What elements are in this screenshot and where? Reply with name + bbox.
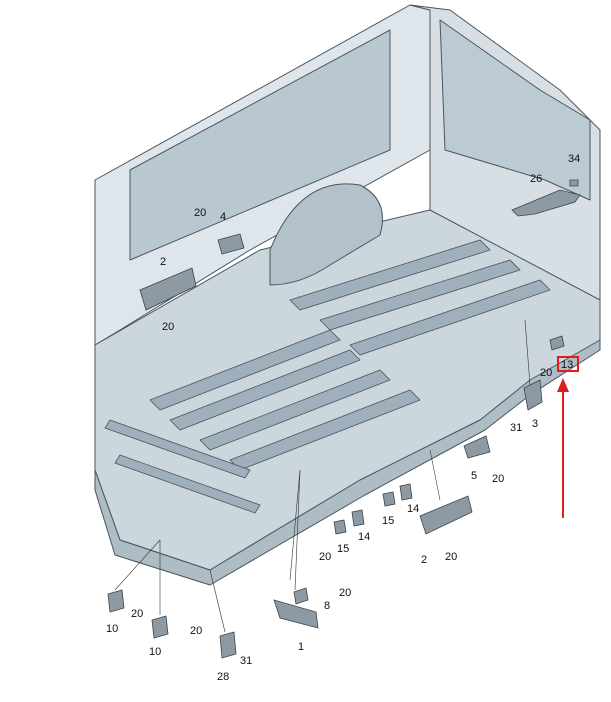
bracket-15b (333, 519, 347, 535)
callout-15: 15 (337, 543, 349, 555)
callout-20: 20 (131, 608, 143, 620)
arrow-head (557, 378, 569, 392)
bracket-14b (351, 509, 365, 527)
bracket-26 (511, 189, 581, 217)
callout-20: 20 (339, 587, 351, 599)
callout-1: 1 (298, 641, 304, 653)
rib (319, 259, 521, 331)
callout-28: 28 (217, 671, 229, 683)
callout-20: 20 (190, 625, 202, 637)
bolt-34 (569, 179, 579, 187)
rib (104, 419, 251, 479)
floor-ribs (104, 239, 551, 514)
parts (107, 179, 581, 659)
bracket-28 (219, 631, 237, 659)
leader-lines (114, 319, 531, 633)
callout-26: 26 (530, 173, 542, 185)
bracket-10b (151, 615, 169, 639)
callout-20: 20 (492, 473, 504, 485)
callout-20: 20 (162, 321, 174, 333)
callout-14: 14 (358, 531, 370, 543)
callout-15: 15 (382, 515, 394, 527)
bracket-13 (549, 335, 565, 351)
callout-10: 10 (149, 646, 161, 658)
rib (199, 369, 391, 451)
rib (114, 454, 261, 514)
bracket-10a (107, 589, 125, 613)
bracket-2-upper (139, 267, 197, 311)
callout-13: 13 (561, 359, 573, 371)
bracket-1 (273, 599, 319, 629)
callout-5: 5 (471, 470, 477, 482)
callout-20: 20 (194, 207, 206, 219)
callout-labels: 34 26 20 4 2 20 13 20 31 3 5 20 14 15 14… (106, 153, 580, 683)
bracket-2-lower (419, 495, 473, 535)
rib (169, 349, 361, 431)
right-window (439, 19, 591, 201)
callout-20: 20 (540, 367, 552, 379)
red-arrow (557, 378, 569, 518)
callout-4: 4 (220, 211, 226, 223)
callout-2: 2 (160, 256, 166, 268)
rib (349, 279, 551, 356)
callout-10: 10 (106, 623, 118, 635)
bracket-15a (382, 491, 396, 507)
callout-31: 31 (240, 655, 252, 667)
rib (149, 329, 341, 411)
lower-sill (94, 339, 601, 586)
callout-2: 2 (421, 554, 427, 566)
bracket-4 (217, 233, 245, 255)
rib (289, 239, 491, 311)
callout-14: 14 (407, 503, 419, 515)
wheel-arch (269, 183, 383, 286)
callout-3: 3 (532, 418, 538, 430)
highlight-box-13 (557, 356, 579, 372)
callout-20: 20 (445, 551, 457, 563)
bracket-8 (293, 587, 309, 605)
bracket-5 (463, 435, 491, 459)
callout-34: 34 (568, 153, 580, 165)
bracket-14a (399, 483, 413, 501)
bracket-3 (523, 379, 543, 411)
callout-20: 20 (319, 551, 331, 563)
callout-8: 8 (324, 600, 330, 612)
callout-31: 31 (510, 422, 522, 434)
left-window (129, 29, 391, 261)
